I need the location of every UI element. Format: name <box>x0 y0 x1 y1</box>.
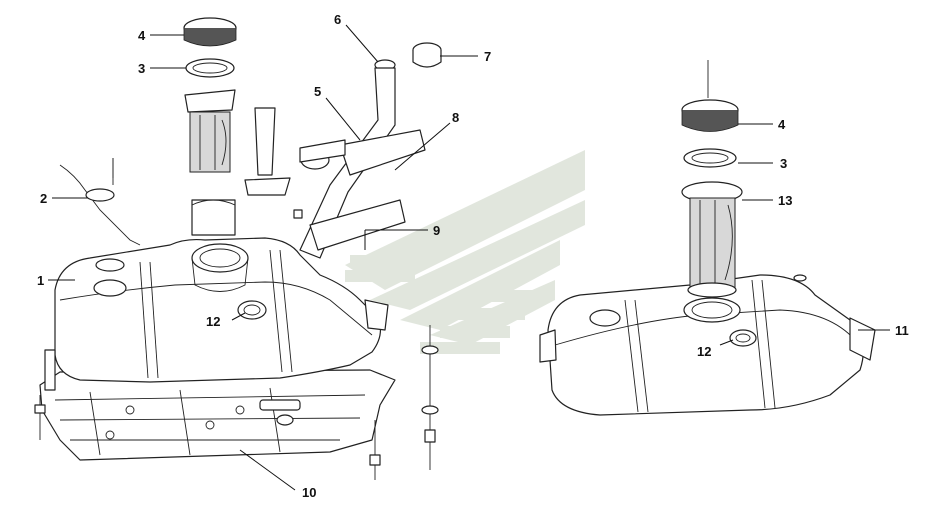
callout-9: 9 <box>433 223 440 238</box>
right-assembly: 4 3 13 11 12 <box>539 60 909 416</box>
callout-2: 2 <box>40 191 47 206</box>
fuel-pump-module-right <box>681 60 743 298</box>
bolts-left <box>34 158 439 480</box>
callout-7: 7 <box>484 49 491 64</box>
callouts-left: 1 2 3 4 5 6 7 8 9 10 12 <box>37 12 491 500</box>
callout-12-right: 12 <box>697 344 711 359</box>
callout-8: 8 <box>452 110 459 125</box>
callout-13: 13 <box>778 193 792 208</box>
tank-guard-plate <box>39 369 396 461</box>
watermark-logo <box>345 150 585 354</box>
callout-1: 1 <box>37 273 44 288</box>
callout-4-right: 4 <box>778 117 786 132</box>
fuel-pump-module-left <box>183 17 291 236</box>
leader-lines-left <box>48 24 478 491</box>
left-assembly: 1 2 3 4 5 6 7 8 9 10 12 <box>34 12 491 500</box>
level-sender-2 <box>59 158 141 246</box>
callout-10: 10 <box>302 485 316 500</box>
callout-11: 11 <box>895 323 909 338</box>
callout-3: 3 <box>138 61 145 76</box>
callout-6: 6 <box>334 12 341 27</box>
fuel-tank-right <box>539 274 876 416</box>
callout-4: 4 <box>138 28 146 43</box>
callout-12-left: 12 <box>206 314 220 329</box>
filler-pipe <box>299 59 426 259</box>
callouts-right: 4 3 13 11 12 <box>697 117 909 359</box>
leader-lines-right <box>719 123 890 346</box>
fuel-tank-left <box>44 237 389 391</box>
callout-3-right: 3 <box>780 156 787 171</box>
callout-5: 5 <box>314 84 321 99</box>
filler-cap-7 <box>412 42 442 68</box>
